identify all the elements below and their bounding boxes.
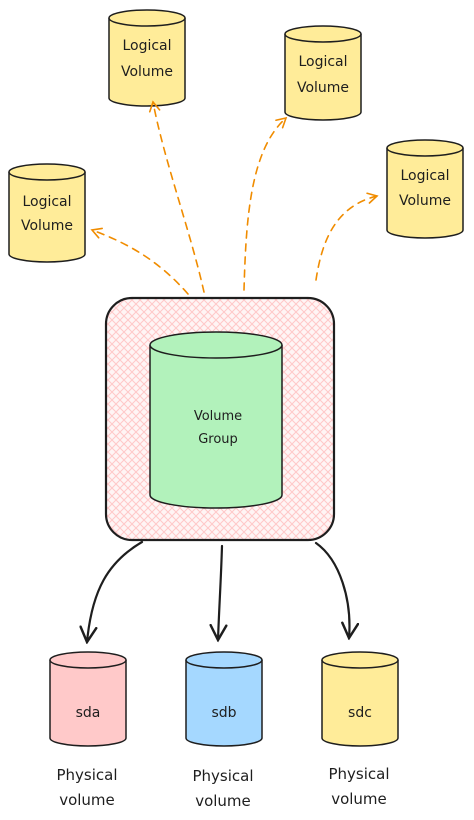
- logical-volume-label-line1: Logical: [122, 38, 171, 54]
- solid-arrows: [87, 540, 349, 642]
- dashed-arrow-to-lv-left: [90, 227, 189, 295]
- arrow-to-sdc: [314, 541, 349, 638]
- dashed-arrow-to-lv-top-right: [243, 116, 288, 291]
- volume-group-cylinder: Volume Group: [149, 331, 283, 509]
- physical-volume-caption-line1: Physical: [56, 766, 117, 784]
- logical-volume-4: Logical Volume: [386, 139, 464, 239]
- physical-volume-device-label: sdb: [211, 705, 236, 721]
- logical-volume-label-line1: Logical: [298, 54, 347, 70]
- logical-volume-2: Logical Volume: [284, 25, 362, 121]
- physical-volume-caption-line2: volume: [59, 791, 115, 809]
- logical-volume-label-line1: Logical: [400, 168, 449, 184]
- dashed-arrow-to-lv-right: [315, 192, 379, 281]
- logical-volume-label-line2: Volume: [121, 64, 173, 80]
- dashed-arrow-to-lv-top-left: [148, 100, 205, 293]
- physical-volume-captions: Physical volume Physical volume Physical…: [56, 765, 389, 810]
- arrow-to-sda: [87, 540, 144, 642]
- volume-group-label-line2: Group: [198, 432, 238, 447]
- logical-volume-label-line1: Logical: [22, 194, 71, 210]
- logical-volume-label-line2: Volume: [399, 193, 451, 209]
- physical-volume-device-label: sda: [76, 705, 101, 721]
- arrow-to-sdb: [218, 544, 222, 640]
- physical-volume-caption-line1: Physical: [192, 767, 253, 785]
- physical-volume-sdb: sdb: [185, 651, 263, 747]
- volume-group-container: Volume Group: [104, 296, 336, 542]
- dashed-arrows: [90, 100, 379, 295]
- physical-volume-sdc: sdc: [321, 651, 399, 747]
- physical-volume-caption-line2: volume: [331, 790, 387, 808]
- volume-group-label-line1: Volume: [194, 409, 242, 424]
- logical-volume-1: Logical Volume: [108, 9, 186, 107]
- physical-volume-caption-line2: volume: [195, 792, 251, 810]
- logical-volume-3: Logical Volume: [8, 163, 86, 263]
- logical-volume-label-line2: Volume: [297, 80, 349, 96]
- logical-volume-label-line2: Volume: [21, 218, 73, 234]
- physical-volume-caption-line1: Physical: [328, 765, 389, 783]
- physical-volume-sda: sda: [49, 651, 127, 747]
- physical-volume-device-label: sdc: [348, 705, 372, 721]
